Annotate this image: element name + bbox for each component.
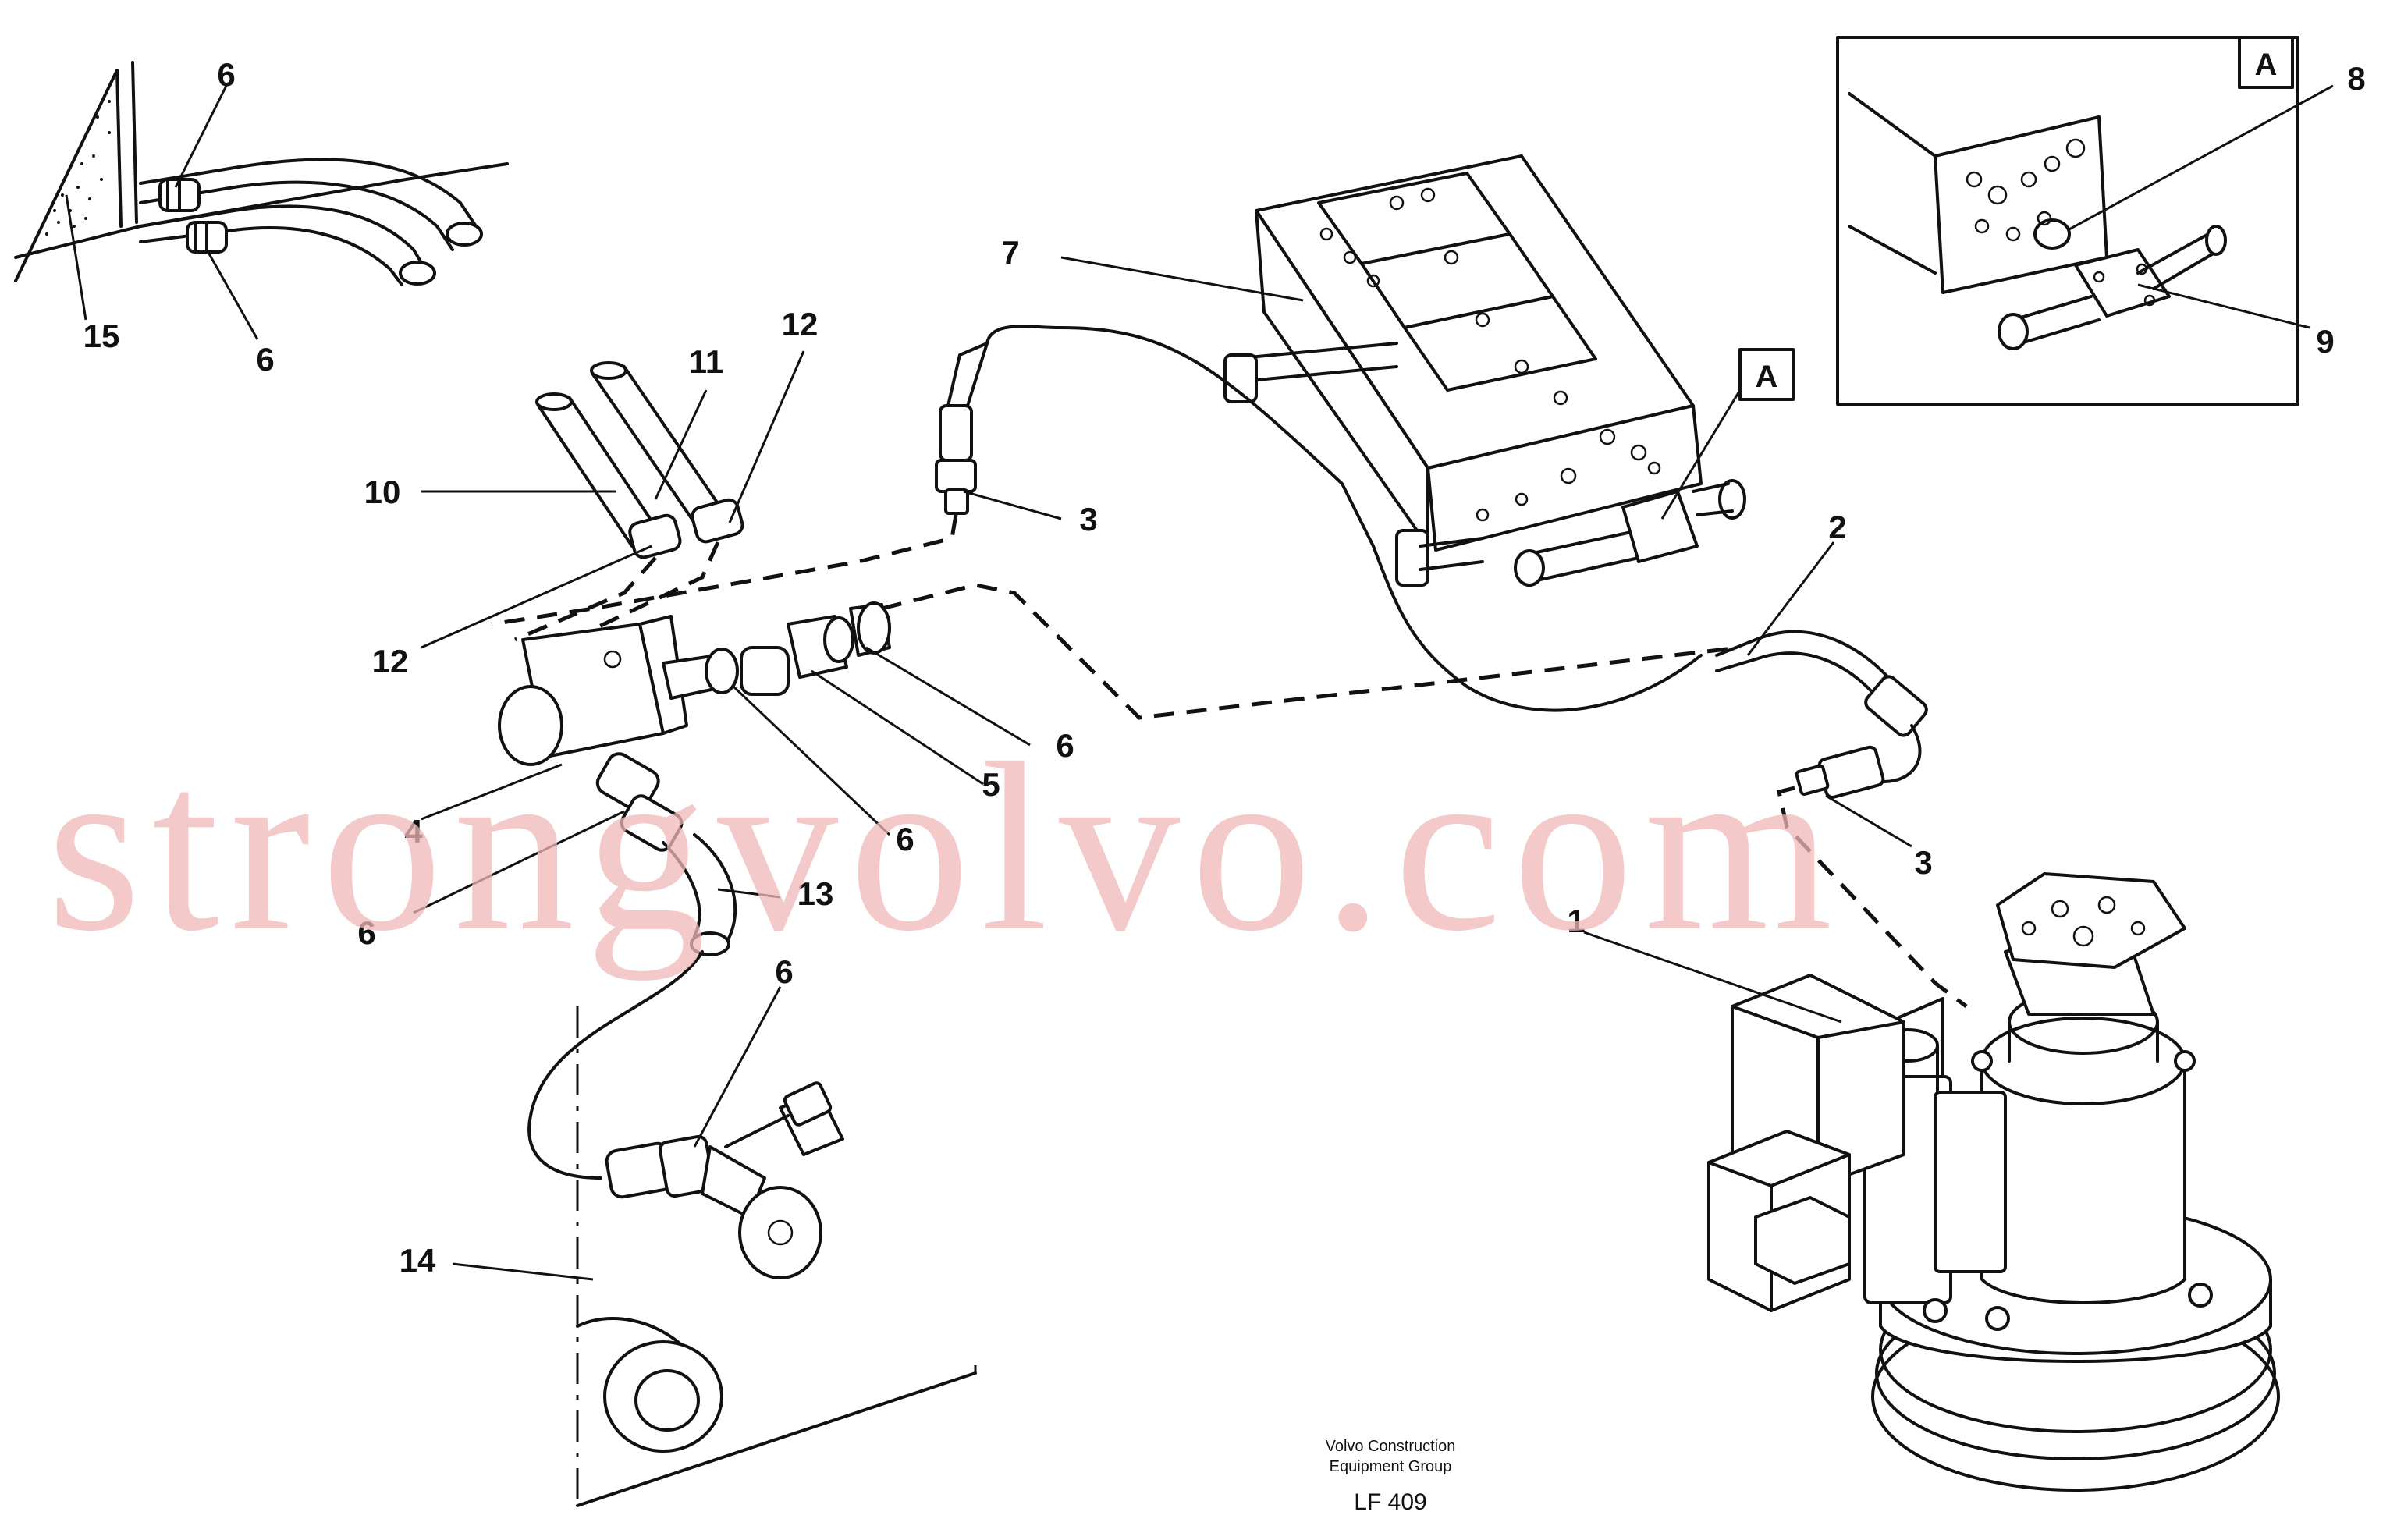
callout-6-lower-left: 6 xyxy=(357,914,375,951)
callout-6-right: 6 xyxy=(1056,727,1074,764)
cab-wall-inset xyxy=(14,61,509,286)
tank-connection xyxy=(576,1006,977,1507)
callout-14: 14 xyxy=(400,1242,436,1279)
upper-pilot-hose xyxy=(491,325,1703,712)
callout-10: 10 xyxy=(364,474,401,510)
callout-5: 5 xyxy=(982,766,1000,803)
footer-company-line1: Volvo Construction xyxy=(1326,1438,1456,1455)
detail-view-a: A xyxy=(1836,36,2334,406)
detail-view-tag: A xyxy=(2255,48,2278,82)
callout-6-middle: 6 xyxy=(896,821,914,857)
footer-company-line2: Equipment Group xyxy=(1330,1458,1452,1475)
swing-motor-assembly xyxy=(1707,872,2280,1492)
callout-3-lower: 3 xyxy=(1914,844,1932,881)
callout-1: 1 xyxy=(1567,903,1585,939)
callout-6-inset-bottom: 6 xyxy=(256,341,274,378)
footer-diagram-code: LF 409 xyxy=(1354,1489,1426,1515)
callout-2: 2 xyxy=(1828,509,1846,545)
lower-pilot-hose xyxy=(1715,630,1968,1008)
callout-13: 13 xyxy=(797,875,834,912)
view-a-tag: A xyxy=(1756,360,1778,394)
callout-7: 7 xyxy=(1001,234,1019,271)
callout-9: 9 xyxy=(2316,323,2334,360)
callout-4: 4 xyxy=(404,813,423,850)
callout-15: 15 xyxy=(83,318,120,354)
callout-12-lower: 12 xyxy=(372,643,409,680)
callout-6-inset-top: 6 xyxy=(217,56,235,93)
callout-12-upper: 12 xyxy=(782,306,819,342)
callout-6-tank: 6 xyxy=(775,953,793,990)
callout-11: 11 xyxy=(689,343,723,380)
callout-8: 8 xyxy=(2347,60,2365,97)
watermark-text: strongvolvo.com xyxy=(47,714,1843,981)
control-valve-block xyxy=(1223,154,1746,587)
left-manifold-assembly xyxy=(498,361,1741,1180)
callout-3-upper: 3 xyxy=(1079,501,1097,538)
